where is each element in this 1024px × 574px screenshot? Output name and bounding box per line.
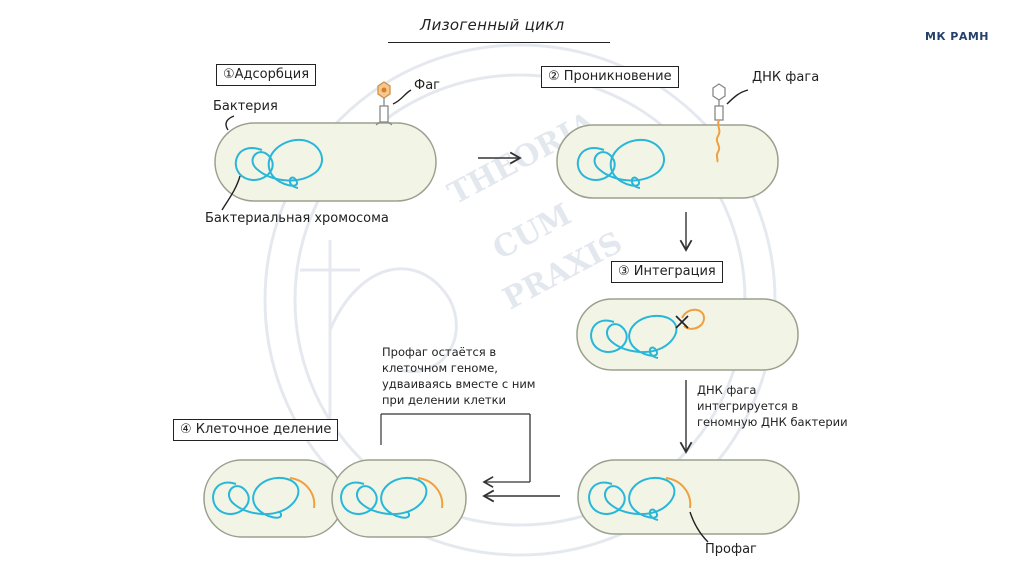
prophage-label: Профаг: [705, 542, 757, 557]
crossover-mark: [675, 315, 689, 329]
daughter-cell-right: [331, 459, 467, 538]
prophage-segment: [665, 477, 692, 509]
phage-dna-loop: [681, 308, 706, 330]
phage-dna-label: ДНК фага: [752, 70, 820, 85]
chromosome-2: [576, 138, 665, 189]
bacterium-label: Бактерия: [213, 99, 278, 114]
phage-dna-injected: [715, 119, 721, 163]
bacterium-leader: [225, 115, 235, 131]
prophage-daughter-left: [289, 477, 316, 509]
step-division-badge: ④ Клеточное деление: [173, 419, 339, 441]
prophage-leader: [689, 511, 709, 543]
chromosome-leader: [221, 175, 241, 211]
prophage-daughter-right: [417, 477, 444, 509]
chromosome-3: [590, 314, 678, 359]
prophage-persistence-note: Профаг остаётся в клеточном геноме, удва…: [382, 345, 536, 407]
brand-label: МК РАМН: [925, 30, 989, 43]
step-penetration-badge: ② Проникновение: [541, 66, 679, 88]
title-underline: [388, 42, 610, 43]
bacterium-cell-2: [556, 124, 779, 199]
bacterium-cell-3: [576, 298, 799, 371]
step-adsorption-badge: ①Адсорбция: [216, 64, 317, 86]
phage-leader: [392, 89, 412, 105]
chromosome-daughter-left: [212, 476, 300, 519]
chromosome-1: [234, 138, 323, 189]
chromosome-4: [588, 476, 676, 521]
diagram-title: Лизогенный цикл: [420, 16, 565, 34]
phage-empty-icon: [712, 83, 726, 121]
integration-note: ДНК фага интегрируется в геномную ДНК ба…: [697, 383, 848, 429]
daughter-cell-left: [203, 459, 344, 538]
phage-label: Фаг: [414, 78, 440, 93]
phage-icon: [375, 81, 393, 126]
step-integration-badge: ③ Интеграция: [611, 261, 723, 283]
chromosome-daughter-right: [340, 476, 428, 519]
phage-dna-leader: [726, 89, 749, 105]
chromosome-label: Бактериальная хромосома: [205, 211, 389, 226]
bacterium-cell-1: [214, 122, 437, 202]
